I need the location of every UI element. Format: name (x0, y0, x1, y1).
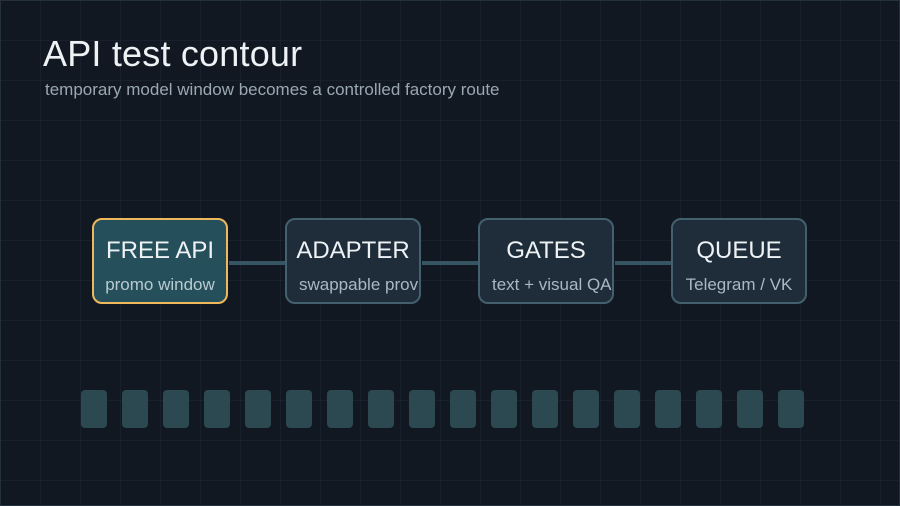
queue-slot (286, 390, 312, 428)
queue-slot (737, 390, 763, 428)
page-subtitle: temporary model window becomes a control… (45, 80, 500, 99)
queue-slot (245, 390, 271, 428)
connector-line (615, 261, 673, 265)
queue-slot (409, 390, 435, 428)
queue-slot (532, 390, 558, 428)
node-subtitle: text + visual QA (492, 275, 612, 294)
queue-slot (122, 390, 148, 428)
queue-slot (81, 390, 107, 428)
queue-slot (491, 390, 517, 428)
queue-slot (778, 390, 804, 428)
queue-slot (655, 390, 681, 428)
queue-slots (81, 390, 821, 428)
node-free-api[interactable]: FREE API promo window (92, 218, 228, 304)
node-adapter[interactable]: ADAPTER swappable provid (285, 218, 421, 304)
queue-slot (163, 390, 189, 428)
queue-slot (614, 390, 640, 428)
node-subtitle: swappable provid (299, 275, 421, 294)
node-title: FREE API (105, 237, 215, 264)
node-title: QUEUE (696, 237, 782, 264)
node-gates[interactable]: GATES text + visual QA (478, 218, 614, 304)
connector-line (229, 261, 287, 265)
page-title: API test contour (43, 33, 303, 74)
node-subtitle: Telegram / VK (685, 275, 793, 294)
queue-slot (327, 390, 353, 428)
node-queue[interactable]: QUEUE Telegram / VK (671, 218, 807, 304)
node-title: ADAPTER (296, 237, 410, 264)
queue-slot (450, 390, 476, 428)
connector-line (422, 261, 480, 265)
queue-slot (696, 390, 722, 428)
node-title: GATES (506, 237, 586, 264)
queue-slot (573, 390, 599, 428)
queue-slot (368, 390, 394, 428)
queue-slot (204, 390, 230, 428)
node-subtitle: promo window (105, 275, 215, 294)
